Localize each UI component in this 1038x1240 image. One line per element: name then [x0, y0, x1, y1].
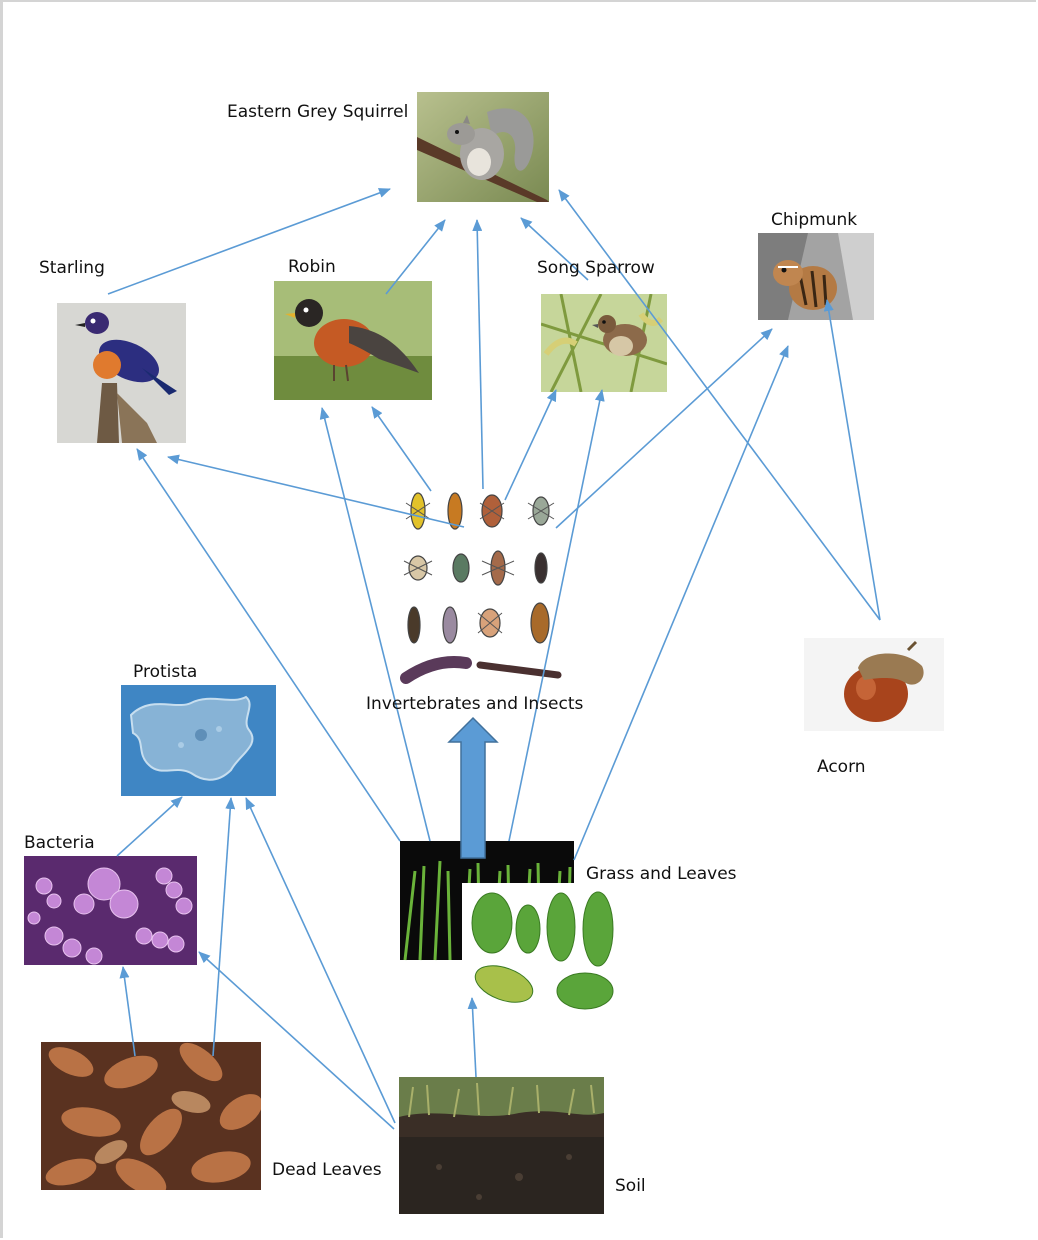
arrow-acorn-to-squirrel	[558, 189, 881, 621]
arrow-bacteria-to-protista	[116, 796, 183, 857]
arrow-grass-to-starling	[136, 448, 401, 842]
label-grass-and-leaves: Grass and Leaves	[586, 864, 737, 884]
label-starling: Starling	[39, 258, 105, 278]
arrow-soil-to-protista	[245, 797, 396, 1124]
label-eastern-grey-squirrel: Eastern Grey Squirrel	[227, 102, 409, 122]
arrow-grass-to-robin	[319, 407, 431, 842]
acorn-photo	[804, 638, 944, 731]
arrow-insects-to-robin	[371, 406, 432, 492]
big-arrow-grass-to-insects	[447, 716, 499, 859]
starling-photo	[57, 303, 186, 443]
chipmunk-photo	[758, 233, 874, 320]
arrow-grass-to-sparrow	[508, 389, 605, 842]
arrow-soil-to-bacteria	[198, 951, 395, 1130]
label-robin: Robin	[288, 257, 336, 277]
arrow-insects-to-chipmunk	[555, 328, 773, 529]
bacteria-micrograph	[24, 856, 197, 965]
amoeba-micrograph	[121, 685, 276, 796]
label-bacteria: Bacteria	[24, 833, 95, 853]
soil-photo	[399, 1077, 604, 1214]
arrow-robin-to-squirrel	[385, 219, 446, 295]
arrow-starling-to-squirrel	[107, 188, 391, 295]
label-song-sparrow: Song Sparrow	[537, 258, 655, 278]
label-protista: Protista	[133, 662, 198, 682]
arrow-insects-to-starling	[167, 454, 465, 528]
arrow-acorn-to-chipmunk	[823, 299, 881, 621]
label-soil: Soil	[615, 1176, 646, 1196]
arrow-grass-to-chipmunk	[573, 345, 789, 861]
arrow-soil-to-grass	[467, 997, 478, 1078]
arrow-deadleaves-to-protista	[212, 797, 236, 1057]
label-chipmunk: Chipmunk	[771, 210, 858, 230]
arrow-insects-to-squirrel	[472, 219, 484, 490]
grass-and-leaves-photo	[400, 841, 617, 1016]
label-acorn: Acorn	[817, 757, 866, 777]
label-dead-leaves: Dead Leaves	[272, 1160, 382, 1180]
robin-photo	[274, 281, 432, 400]
label-invertebrates-and-insects: Invertebrates and Insects	[366, 694, 584, 714]
arrow-insects-to-sparrow	[504, 389, 557, 501]
squirrel-photo	[417, 92, 549, 202]
dead-leaves-photo	[41, 1042, 261, 1190]
song-sparrow-photo	[541, 294, 667, 392]
arrow-deadleaves-to-bacteria	[119, 966, 136, 1057]
arrow-sparrow-to-squirrel	[520, 217, 589, 281]
